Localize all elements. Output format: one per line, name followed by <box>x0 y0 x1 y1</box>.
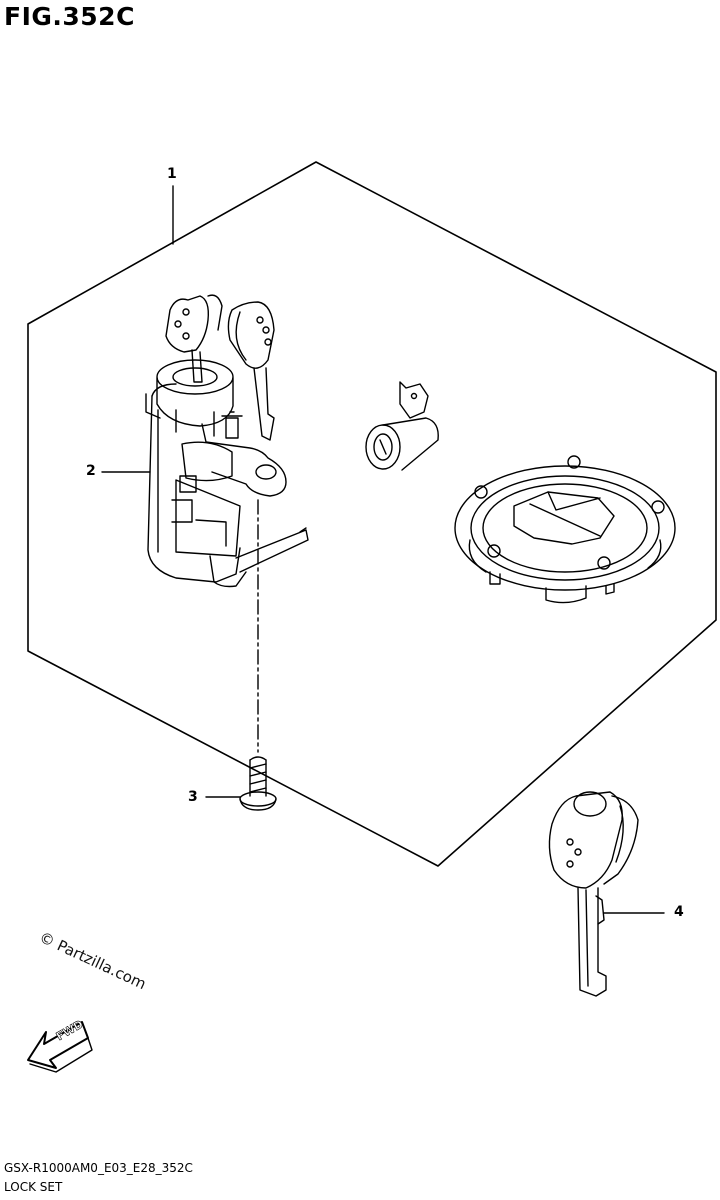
model-code: GSX-R1000AM0_E03_E28_352C <box>4 1161 193 1175</box>
callout-4[interactable]: 4 <box>674 904 684 920</box>
lock-set-outline <box>27 161 717 867</box>
bolt-drawing <box>239 756 277 811</box>
blank-key-drawing <box>548 791 639 997</box>
fwd-arrow-icon <box>27 1021 93 1073</box>
figure-title: FIG.352C <box>4 2 135 31</box>
ignition-keys-drawing <box>165 294 275 441</box>
seat-lock-drawing <box>365 381 439 471</box>
callout-2[interactable]: 2 <box>86 463 96 479</box>
callout-3[interactable]: 3 <box>188 789 198 805</box>
ignition-switch-drawing <box>145 359 309 588</box>
fuel-cap-drawing <box>454 455 676 604</box>
section-name: LOCK SET <box>4 1180 63 1194</box>
callout-1[interactable]: 1 <box>167 166 177 182</box>
